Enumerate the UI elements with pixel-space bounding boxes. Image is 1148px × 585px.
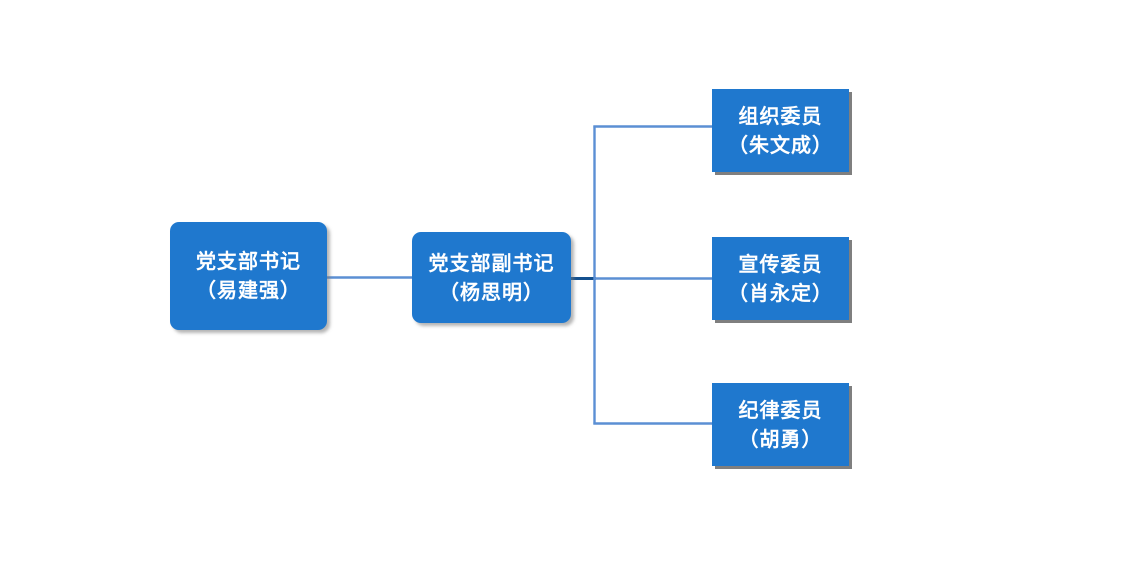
node-role-label: 党支部副书记 [428, 250, 555, 275]
node-role-label: 宣传委员 [738, 251, 823, 276]
node-person-label: （朱文成） [728, 132, 833, 157]
node-person-label: （肖永定） [728, 280, 833, 305]
node-propaganda-committee-member[interactable]: 宣传委员 （肖永定） [712, 237, 849, 320]
node-person-label: （胡勇） [738, 426, 823, 451]
node-role-label: 党支部书记 [196, 249, 301, 273]
node-role-label: 组织委员 [738, 103, 823, 128]
node-discipline-committee-member[interactable]: 纪律委员 （胡勇） [712, 383, 849, 466]
node-party-branch-vice-secretary[interactable]: 党支部副书记 （杨思明） [412, 232, 571, 323]
node-organization-committee-member[interactable]: 组织委员 （朱文成） [712, 89, 849, 172]
node-person-label: （杨思明） [439, 279, 544, 304]
node-person-label: （易建强） [196, 278, 301, 302]
node-party-branch-secretary[interactable]: 党支部书记 （易建强） [170, 222, 327, 330]
node-role-label: 纪律委员 [738, 397, 823, 422]
